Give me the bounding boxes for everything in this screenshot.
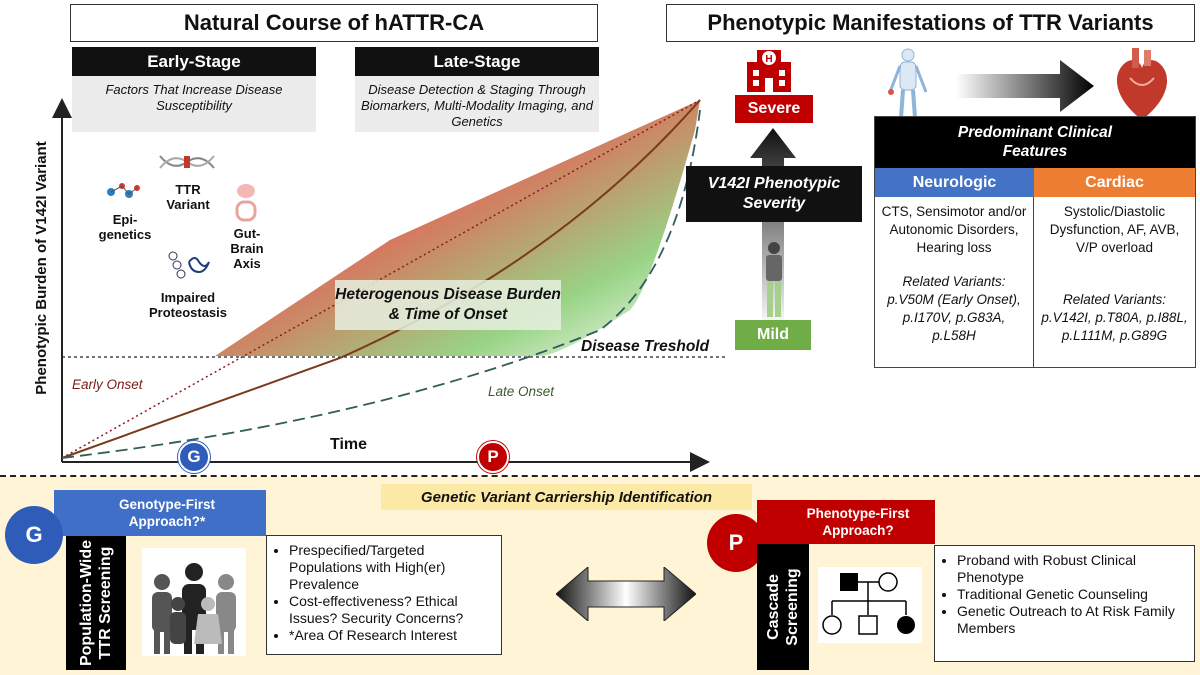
epigenetics-icon [103,180,143,202]
genotype-bullets-box: Prespecified/Targeted Populations with H… [266,535,502,655]
genotype-side-label: Population-Wide TTR Screening [78,539,114,667]
cardiac-features: Systolic/Diastolic Dysfunction, AF, AVB,… [1049,204,1180,255]
y-axis-label-wrap: Phenotypic Burden of V142I Variant [28,118,56,418]
carriership-banner: Genetic Variant Carriership Identificati… [381,484,752,510]
phenotype-bullet: Genetic Outreach to At Risk Family Membe… [957,603,1188,637]
cardiac-header: Cardiac [1034,168,1195,197]
neurologic-header: Neurologic [875,168,1034,197]
genotype-bullet: Prespecified/Targeted Populations with H… [289,542,495,593]
threshold-label: Disease Treshold [581,338,710,355]
genotype-first-header: Genotype-First Approach?* [54,490,266,536]
mild-badge: Mild [735,320,811,350]
early-stage-title: Early-Stage [147,51,241,71]
genotype-bullet: *Area Of Research Interest [289,627,495,644]
x-axis-label: Time [330,436,368,453]
late-stage-description: Disease Detection & Staging Through Biom… [355,76,599,132]
median-curve [61,99,701,459]
early-onset-curve [61,99,701,459]
population-icon [142,548,246,656]
early-stage-header: Early-Stage [72,47,316,76]
svg-text:H: H [765,54,772,65]
early-stage-description: Factors That Increase Disease Susceptibi… [72,76,316,132]
genotype-bullet: Cost-effectiveness? Ethical Issues? Secu… [289,593,495,627]
neurologic-features: CTS, Sensimotor and/or Autonomic Disorde… [881,204,1027,255]
late-onset-label: Late Onset [488,384,555,399]
genotype-bullet-list: Prespecified/Targeted Populations with H… [271,542,495,644]
phenotype-side-panel: Cascade Screening [757,544,809,670]
genotype-side-panel: Population-Wide TTR Screening [66,536,126,670]
epigenetics-label: Epi-genetics [98,212,152,242]
dna-icon [158,150,216,174]
natural-course-title: Natural Course of hATTR-CA [70,4,598,42]
phenotype-circle: P [707,514,765,572]
pedigree-icon [818,567,922,643]
proteostasis-icon [165,250,213,280]
p-marker: P [477,441,509,473]
g-marker: G [178,441,210,473]
clinical-features-title: Predominant Clinical Features [875,117,1195,168]
phenotype-first-header: Phenotype-First Approach? [757,500,935,544]
neurologic-variants: Related Variants: p.V50M (Early Onset), … [887,274,1021,343]
heart-icon [1110,48,1174,122]
gut-brain-icon [232,183,260,223]
phenotype-bullets-box: Proband with Robust Clinical Phenotype T… [934,545,1195,662]
cardiac-column: Systolic/Diastolic Dysfunction, AF, AVB,… [1034,197,1195,367]
phenotype-bullet: Proband with Robust Clinical Phenotype [957,552,1188,586]
bidirectional-arrow [556,567,696,621]
early-onset-label: Early Onset [72,377,143,392]
nervous-system-icon [888,48,928,120]
natural-course-title-text: Natural Course of hATTR-CA [183,10,485,35]
heterogenous-label: Heterogenous Disease Burden & Time of On… [335,280,561,330]
late-stage-header: Late-Stage [355,47,599,76]
phenotype-side-label: Cascade Screening [765,568,801,646]
person-icon [761,241,787,319]
proteostasis-label: Impaired Proteostasis [148,290,228,320]
phenotype-bullet: Traditional Genetic Counseling [957,586,1188,603]
phenotypic-title: Phenotypic Manifestations of TTR Variant… [666,4,1195,42]
phenotypic-title-text: Phenotypic Manifestations of TTR Variant… [707,10,1154,35]
neurologic-column: CTS, Sensimotor and/or Autonomic Disorde… [875,197,1034,367]
severity-label: V142I Phenotypic Severity [686,166,862,222]
late-stage-text: Disease Detection & Staging Through Biom… [361,82,593,129]
hospital-icon: H [743,46,795,92]
cardiac-variants: Related Variants: p.V142I, p.T80A, p.I88… [1041,292,1188,343]
late-onset-curve [61,109,701,459]
body-to-heart-arrow [956,60,1094,112]
late-stage-title: Late-Stage [433,51,521,71]
severe-badge: Severe [735,95,813,123]
clinical-features-table: Predominant Clinical Features Neurologic… [874,116,1196,368]
severity-arrow [750,128,796,328]
ttr-variant-label: TTR Variant [166,182,210,212]
genotype-circle: G [5,506,63,564]
phenotype-bullet-list: Proband with Robust Clinical Phenotype T… [939,552,1188,637]
y-axis-label: Phenotypic Burden of V142I Variant [33,141,50,395]
gut-brain-label: Gut-Brain Axis [230,226,264,271]
section-divider [0,475,1200,477]
early-stage-text: Factors That Increase Disease Susceptibi… [105,82,283,113]
